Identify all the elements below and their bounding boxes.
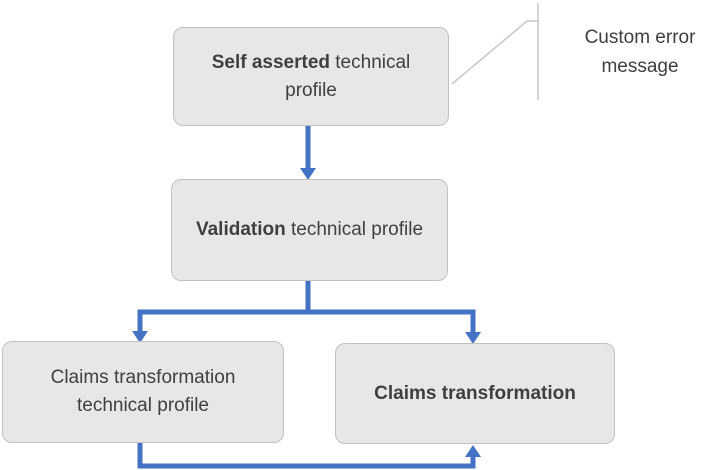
flow-arrowheads (132, 168, 481, 457)
node-self-asserted-technical-profile: Self asserted technical profile (173, 27, 449, 126)
node-label: Validation technical profile (196, 216, 423, 244)
node-label: Claims transformation technical profile (17, 364, 269, 420)
arrowhead-into-validation (300, 168, 316, 180)
custom-error-message-label: Custom error message (584, 27, 696, 77)
arrowhead-into-claims-transformation-top (465, 332, 481, 344)
arrow-branch-bar (137, 309, 476, 334)
custom-error-callout-lines (451, 3, 539, 100)
node-label-bold: Validation (195, 219, 286, 240)
node-label-bold: Self asserted (211, 51, 330, 73)
node-label-regular: Claims transformation technical profile (50, 367, 236, 416)
node-label: Self asserted technical profile (188, 49, 434, 105)
node-claims-transformation: Claims transformation (335, 343, 615, 444)
node-claims-transformation-technical-profile: Claims transformation technical profile (2, 341, 284, 443)
node-validation-technical-profile: Validation technical profile (171, 179, 448, 281)
arrowhead-into-claims-transformation-bottom (465, 445, 481, 457)
node-label: Claims transformation (374, 380, 576, 408)
flow-arrows (137, 126, 476, 469)
arrowhead-into-claims-tp (132, 331, 148, 343)
callout-diagonal-line (451, 20, 538, 85)
node-label-regular: technical profile (285, 51, 411, 101)
node-label-regular: technical profile (285, 219, 424, 240)
node-label-bold: Claims transformation (374, 382, 576, 404)
arrow-bottom-loop (137, 443, 476, 469)
